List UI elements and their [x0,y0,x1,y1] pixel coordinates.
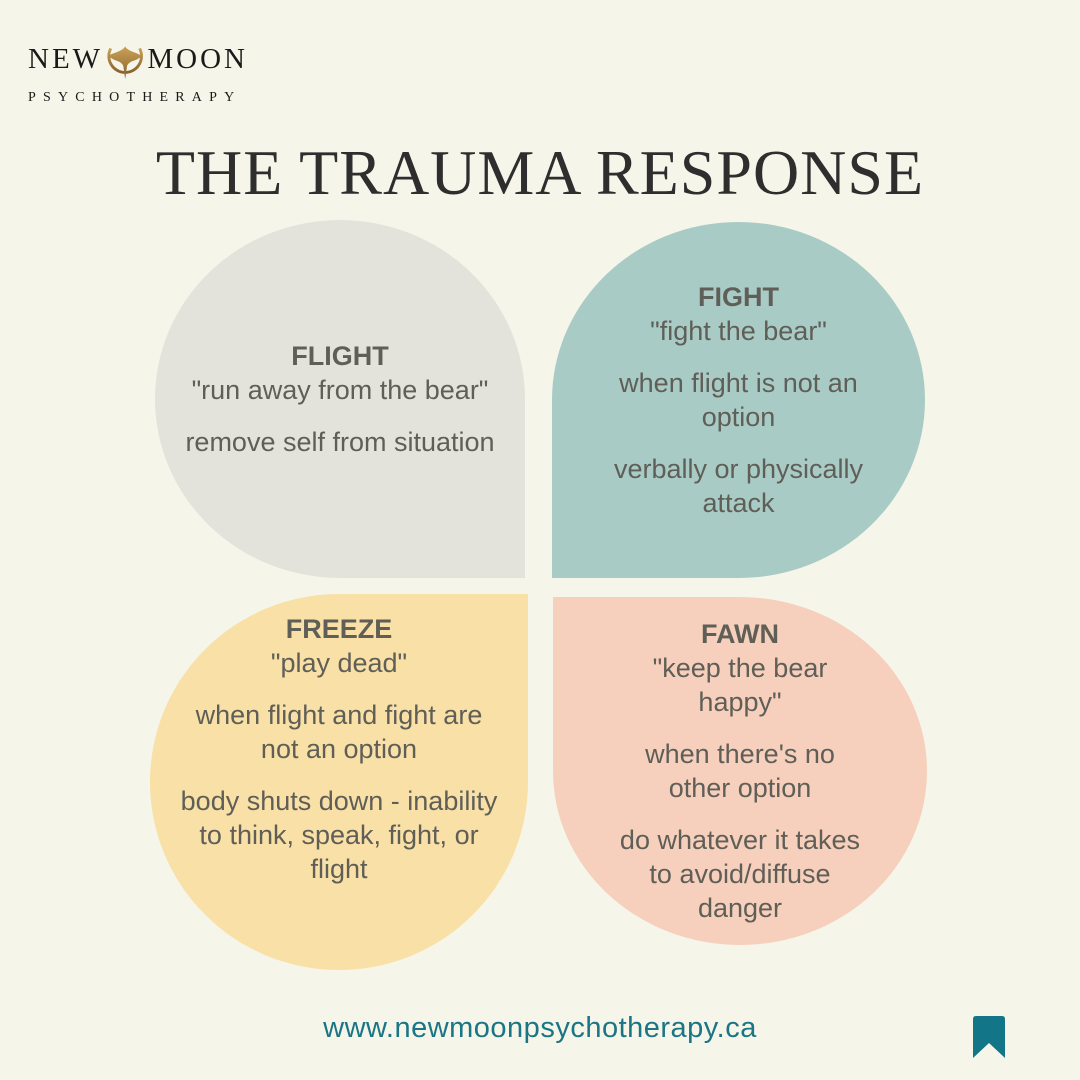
phoenix-icon [107,46,143,80]
card-quote: "fight the bear" [650,316,827,346]
card-quote: "play dead" [270,648,408,678]
card-quote: "keep the bear happy" [652,653,828,717]
card-line: remove self from situation [185,427,495,457]
card-heading: FLIGHT [291,341,389,371]
card-fawn: FAWN "keep the bear happy" when there's … [553,597,927,945]
logo-text-moon: MOON [147,42,248,75]
card-freeze: FREEZE "play dead" when flight and fight… [150,594,528,970]
card-line: body shuts down - inability to think, sp… [180,786,498,884]
logo-subtitle: PSYCHOTHERAPY [28,90,242,105]
card-heading: FREEZE [285,614,393,644]
card-line: when flight is not an option [619,368,858,432]
card-quote: "run away from the bear" [191,375,489,405]
card-heading: FAWN [701,619,779,649]
logo: NEW MOON PSYCHOTHERAPY [28,36,248,106]
logo-text-new: NEW [28,42,104,75]
card-line: verbally or physically attack [613,454,864,518]
card-line: when flight and fight are not an option [195,700,483,764]
bookmark-icon[interactable] [971,1016,1007,1060]
card-flight: FLIGHT "run away from the bear" remove s… [155,220,525,578]
card-line: do whatever it takes to avoid/diffuse da… [619,825,861,923]
card-heading: FIGHT [698,282,779,312]
card-fight: FIGHT "fight the bear" when flight is no… [552,222,925,578]
page-title: THE TRAUMA RESPONSE [155,137,925,208]
card-line: when there's no other option [645,739,835,803]
website-link[interactable]: www.newmoonpsychotherapy.ca [323,1012,757,1044]
